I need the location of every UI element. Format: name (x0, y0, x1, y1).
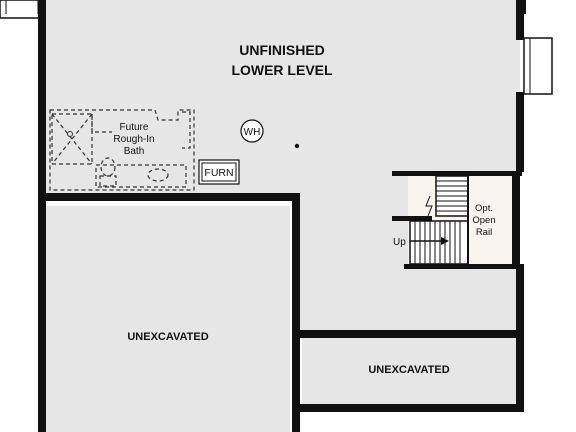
open-rail-label-line1: Opt. (475, 203, 493, 214)
stairs (409, 175, 469, 265)
left-unexcavated-label: UNEXCAVATED (127, 331, 208, 343)
future-bath-label-line2: Rough-In (113, 134, 154, 145)
water-heater-label: WH (244, 127, 261, 138)
unfinished-lower-level-floor (44, 0, 520, 196)
open-rail-label-line2: Open (472, 215, 495, 226)
furnace-label: FURN (204, 167, 233, 179)
walls (38, 0, 526, 432)
water-heater-icon (240, 119, 264, 143)
unfinished-lower-level-label-line1: UNFINISHED (239, 42, 325, 58)
open-rail-label-line3: Rail (476, 227, 492, 238)
stair-up-arrow-icon (410, 237, 449, 245)
unfinished-lower-level-label-line2: LOWER LEVEL (231, 62, 333, 78)
left-unexcavated-floor (46, 206, 290, 432)
future-bath-label-line3: Bath (124, 146, 145, 157)
stair-up-label: Up (393, 237, 406, 248)
drain-icon (67, 131, 73, 137)
furnace (198, 159, 240, 185)
column-dot (294, 143, 300, 149)
future-bath-label-line1: Future (120, 122, 149, 133)
right-unexcavated-label: UNEXCAVATED (368, 364, 449, 376)
future-bath-outline (49, 109, 195, 191)
right-window (523, 37, 553, 95)
top-left-window (0, 0, 45, 19)
right-unexcavated-floor (302, 338, 518, 406)
